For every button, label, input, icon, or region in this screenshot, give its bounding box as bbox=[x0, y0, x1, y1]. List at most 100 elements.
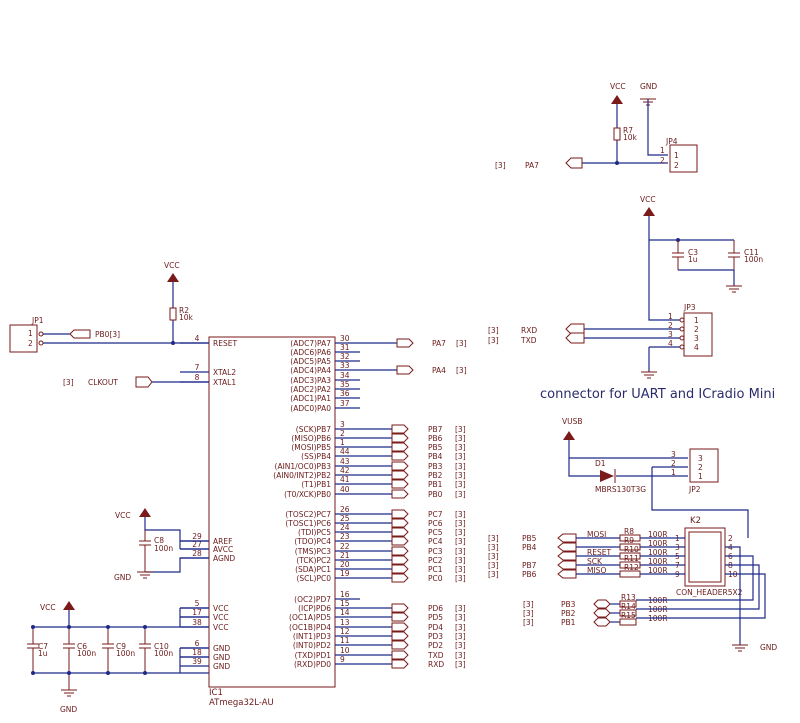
ic1-pin-number: 19 bbox=[340, 569, 350, 578]
ic1-pin-name: (TDO)PC4 bbox=[294, 537, 331, 546]
c3-value: 1u bbox=[688, 255, 698, 264]
ic1-pin-number: 18 bbox=[192, 648, 202, 657]
clkout-port bbox=[135, 376, 153, 388]
vcc-label: VCC bbox=[115, 511, 131, 520]
r2-value: 10k bbox=[179, 313, 194, 322]
ic1-pin-number: 33 bbox=[340, 361, 350, 370]
ic1-pin-number: 42 bbox=[340, 466, 350, 475]
isp-signal-label: SCK bbox=[587, 557, 603, 566]
ic1-pin-name: RESET bbox=[213, 339, 237, 348]
net-sheet: [3] bbox=[455, 565, 466, 574]
net-sheet: [3] bbox=[455, 623, 466, 632]
resistor-value: 100R bbox=[648, 566, 668, 575]
net-port bbox=[391, 461, 409, 471]
jp1-pin2: 2 bbox=[28, 339, 33, 348]
net-port bbox=[391, 536, 409, 546]
ic1-pin-number: 23 bbox=[340, 532, 350, 541]
resistor-ref: R9 bbox=[624, 536, 634, 545]
net-port bbox=[391, 573, 409, 583]
net-sheet: [3] bbox=[455, 613, 466, 622]
resistor-value: 100R bbox=[648, 539, 668, 548]
junction bbox=[67, 671, 71, 675]
vcc-arrow-icon bbox=[63, 601, 75, 610]
net-label: PC5 bbox=[428, 528, 443, 537]
d1-diode-icon bbox=[600, 470, 614, 482]
ic1-pin-name: (ADC5)PA5 bbox=[290, 357, 331, 366]
ic1-pin-name: (INT0)PD2 bbox=[293, 641, 331, 650]
resistor-value: 100R bbox=[648, 530, 668, 539]
vcc-arrow-icon bbox=[167, 273, 179, 282]
ic1-pin-name: (INT1)PD3 bbox=[293, 632, 331, 641]
ic1-pin-name: (MISO)PB6 bbox=[291, 434, 331, 443]
junction bbox=[143, 671, 147, 675]
ic1-pin-name: (OC1A)PD5 bbox=[289, 613, 331, 622]
net-label: PD5 bbox=[428, 613, 443, 622]
capacitor-symbol bbox=[27, 627, 39, 673]
aux-sheet: [3] bbox=[523, 618, 534, 627]
ic1-pin-number: 26 bbox=[340, 505, 350, 514]
ic1-pin-name: (T1)PB1 bbox=[301, 480, 331, 489]
c9-value: 100n bbox=[116, 649, 135, 658]
ic1-pin-name: (ADC2)PA2 bbox=[290, 385, 331, 394]
net-label: PD4 bbox=[428, 623, 443, 632]
ic1-pin-name: VCC bbox=[213, 604, 229, 613]
isp-port bbox=[557, 533, 577, 543]
gnd-icon bbox=[137, 571, 153, 579]
ic1-pin-name: (MOSI)PB5 bbox=[291, 443, 331, 452]
resistor-body bbox=[619, 552, 641, 560]
ic1-pin-number: 10 bbox=[340, 646, 350, 655]
k2-pin-number: 2 bbox=[728, 534, 733, 543]
net-label: PB5 bbox=[428, 443, 443, 452]
isp-sheet: [3] bbox=[488, 561, 499, 570]
resistor-body bbox=[619, 609, 637, 617]
jp3-body bbox=[683, 312, 713, 357]
jp4-ref: JP4 bbox=[665, 137, 678, 146]
jp3-body-pin: 3 bbox=[694, 334, 699, 343]
junction bbox=[143, 625, 147, 629]
ic1-pin-name: (SCL)PC0 bbox=[296, 574, 331, 583]
ic1-pin-number: 14 bbox=[340, 608, 350, 617]
ic1-pin-name: GND bbox=[213, 662, 230, 671]
ic1-pin-number: 39 bbox=[192, 657, 202, 666]
jp4-pin1: 1 bbox=[660, 146, 665, 155]
ic1-pin-name: VCC bbox=[213, 623, 229, 632]
aux-port bbox=[593, 599, 611, 609]
d1-value: MBRS130T3G bbox=[595, 485, 646, 494]
txd-label: TXD bbox=[520, 336, 537, 345]
pa7-sheet: [3] bbox=[495, 161, 506, 170]
gnd-label: GND bbox=[760, 643, 777, 652]
c10-ref: C10 bbox=[154, 642, 169, 651]
uart-wires bbox=[584, 328, 680, 339]
d1-ref: D1 bbox=[595, 459, 606, 468]
net-port bbox=[396, 338, 414, 348]
gnd-label: GND bbox=[114, 573, 131, 582]
ic1-pin-number: 6 bbox=[195, 639, 200, 648]
resistor-value: 100R bbox=[648, 548, 668, 557]
clkout-sheet: [3] bbox=[63, 378, 74, 387]
net-label: PC4 bbox=[428, 537, 443, 546]
jp2-body-pin: 3 bbox=[698, 454, 703, 463]
jp4-pin2: 2 bbox=[660, 156, 665, 165]
ic1-microcontroller: IC1 ATmega32L-AU 4RESET7XTAL28XTAL129ARE… bbox=[180, 334, 467, 708]
jp3-pin-ring bbox=[679, 326, 685, 332]
net-sheet: [3] bbox=[455, 632, 466, 641]
ic1-value: ATmega32L-AU bbox=[209, 698, 274, 708]
vcc-label: VCC bbox=[164, 261, 180, 270]
jp1-pin1-ring bbox=[38, 331, 44, 337]
c3-ref: C3 bbox=[688, 248, 698, 257]
vcc-rail bbox=[33, 610, 209, 628]
net-label: PD3 bbox=[428, 632, 443, 641]
ic1-pin-name: AREF bbox=[213, 537, 232, 546]
ic1-pin-name: (SDA)PC1 bbox=[295, 565, 331, 574]
jp3-body-pin: 4 bbox=[694, 343, 699, 352]
jp3-body-pin: 1 bbox=[694, 316, 699, 325]
c6-ref: C6 bbox=[77, 642, 87, 651]
vusb-arrow-icon bbox=[563, 431, 575, 440]
ic1-pin-number: 25 bbox=[340, 514, 350, 523]
resistor-body bbox=[619, 543, 641, 551]
ic1-pin-name: (TCK)PC2 bbox=[296, 556, 331, 565]
net-sheet: [3] bbox=[455, 641, 466, 650]
